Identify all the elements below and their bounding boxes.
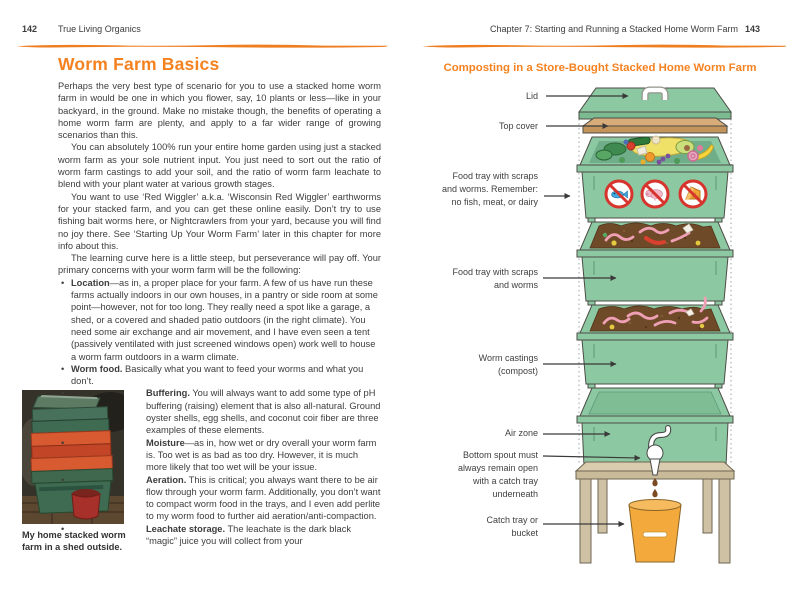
paragraph: You want to use ‘Red Wiggler’ a.k.a. ‘Wi… <box>58 191 381 251</box>
alignment-guides <box>578 119 732 463</box>
label-worm-castings: Worm castings (compost) <box>478 353 538 376</box>
top-cover-graphic <box>581 117 729 134</box>
label-food-tray: Food tray with scraps and worms <box>452 267 538 290</box>
castings-detail <box>602 296 709 330</box>
list-item: Location—as in, a proper place for your … <box>58 277 381 363</box>
label-lid: Lid <box>525 91 538 101</box>
label-air-zone: Air zone <box>504 428 538 438</box>
no-fish-icon <box>604 179 634 209</box>
worm-farm-diagram <box>542 86 736 564</box>
food-tray-top-graphic <box>576 135 734 223</box>
list-item: Moisture—as in, how wet or dry overall y… <box>58 437 381 474</box>
castings-tray-graphic <box>576 296 734 389</box>
paragraph: Perhaps the very best type of scenario f… <box>58 81 381 141</box>
paragraph: The learning curve here is a little stee… <box>58 253 381 276</box>
brush-rule <box>16 44 388 48</box>
diagram-title: Composting in a Store-Bought Stacked Hom… <box>443 62 757 74</box>
brush-rule <box>422 44 787 48</box>
list-item: Buffering. You will always want to add s… <box>58 387 381 436</box>
bucket-graphic <box>628 499 682 563</box>
label-arrows <box>542 93 641 527</box>
label-bottom-spout: Bottom spout must always remain open wit… <box>457 450 538 499</box>
book-title: True Living Organics <box>58 24 141 34</box>
article-body: Worm Farm Basics Perhaps the very best t… <box>22 54 381 553</box>
chapter-title: Chapter 7: Starting and Running a Stacke… <box>490 24 738 34</box>
spout-graphic <box>646 425 672 476</box>
no-dairy-icon <box>678 179 708 209</box>
compost-detail <box>602 223 701 246</box>
label-food-tray-rules: Food tray with scraps and worms. Remembe… <box>441 171 538 207</box>
page-number: 143 <box>744 24 760 34</box>
right-page: Chapter 7: Starting and Running a Stacke… <box>400 0 800 600</box>
food-tray-worms-graphic <box>576 221 734 306</box>
section-heading: Worm Farm Basics <box>58 54 220 74</box>
list-item: Worm food. Basically what you want to fe… <box>58 363 381 388</box>
bullet-list: Location—as in, a proper place for your … <box>22 277 381 552</box>
no-meat-icon <box>640 179 670 209</box>
page-number: 142 <box>22 24 38 34</box>
list-item: Aeration. This is critical; you always w… <box>58 474 381 523</box>
list-item: Leachate storage. The leachate is the da… <box>58 523 381 548</box>
paragraph: You can absolutely 100% run your entire … <box>58 142 381 190</box>
label-catch-tray: Catch tray or bucket <box>486 515 538 538</box>
left-page: 142 True Living Organics Worm Farm Basic… <box>0 0 400 600</box>
food-scraps <box>595 135 714 165</box>
lid-graphic <box>578 86 732 120</box>
label-top-cover: Top cover <box>498 121 538 131</box>
